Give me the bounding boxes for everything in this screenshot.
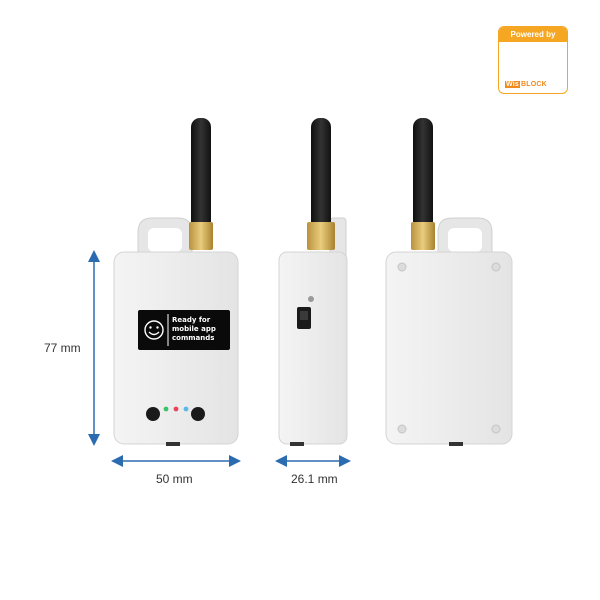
bottom-port: [449, 442, 463, 446]
depth-label: 26.1 mm: [291, 472, 338, 486]
bottom-port: [290, 442, 304, 446]
device-back-view: [385, 118, 513, 446]
bottom-port: [166, 442, 180, 446]
oled-line-3: commands: [172, 334, 215, 342]
height-label: 77 mm: [44, 341, 81, 355]
screw: [491, 424, 501, 434]
badge-top-text: Powered by: [499, 27, 567, 42]
badge-brand-suffix: BLOCK: [520, 81, 547, 88]
device-front-view: [113, 118, 239, 446]
oled-line-1: Ready for: [172, 316, 211, 324]
device-side-view: [278, 118, 348, 446]
badge-brand-prefix: Wis: [505, 81, 520, 88]
antenna-connector: [189, 222, 213, 250]
screw: [491, 262, 501, 272]
oled-display: [138, 310, 230, 350]
width-label: 50 mm: [156, 472, 193, 486]
antenna: [191, 118, 211, 230]
side-indicator: [308, 296, 314, 302]
antenna: [311, 118, 331, 230]
antenna: [413, 118, 433, 230]
antenna-connector: [411, 222, 435, 250]
oled-text: Ready for mobile app commands: [172, 316, 222, 343]
smiley-icon: [144, 320, 164, 340]
led-red: [173, 406, 179, 412]
device-body: [278, 251, 348, 445]
antenna-connector: [307, 222, 335, 250]
right-button: [191, 407, 205, 421]
device-body: [385, 251, 513, 445]
screw: [397, 424, 407, 434]
left-button: [146, 407, 160, 421]
led-blue: [183, 406, 189, 412]
led-green: [163, 406, 169, 412]
screw: [397, 262, 407, 272]
oled-line-2: mobile app: [172, 325, 216, 333]
